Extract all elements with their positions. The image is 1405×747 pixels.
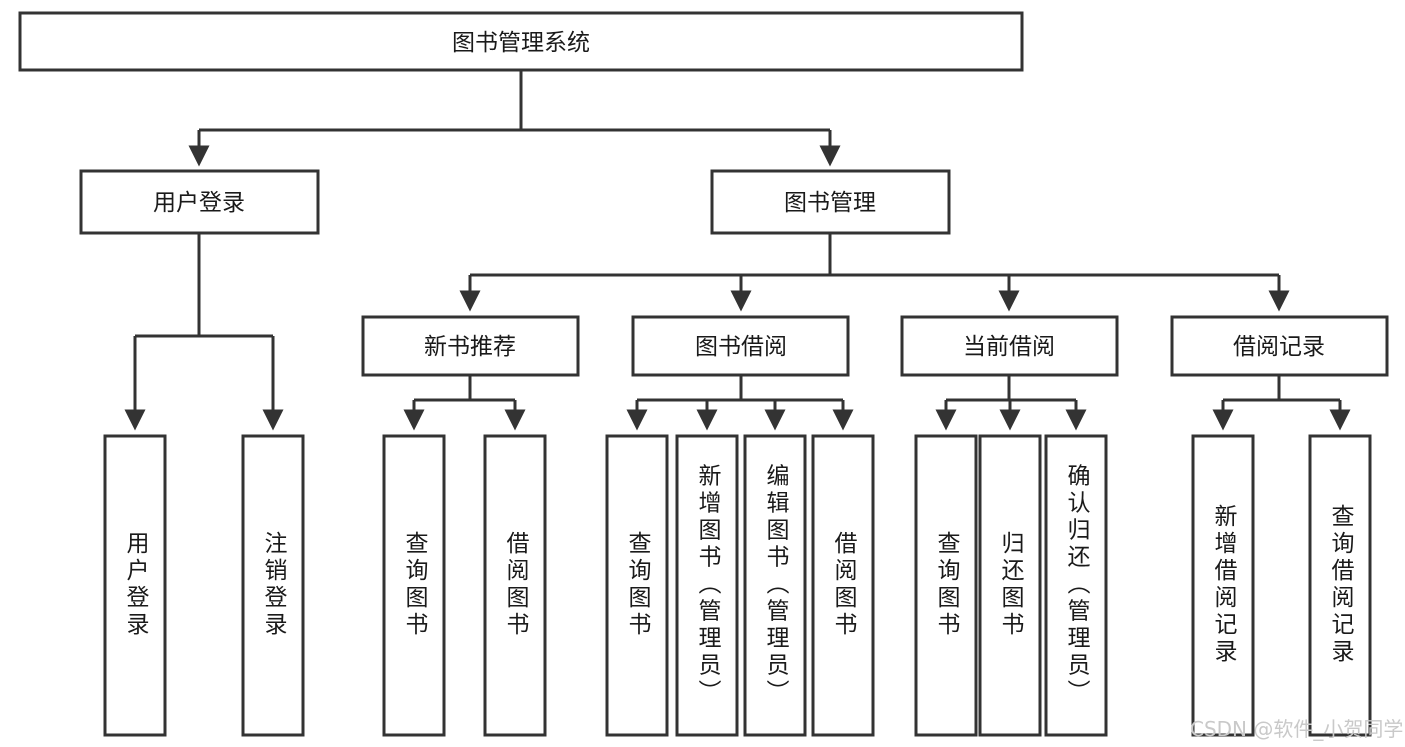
edges-group: [124, 70, 1351, 431]
leaf-return-book-label: 归还图书: [997, 531, 1025, 639]
node-borrow-record-box[interactable]: [1170, 315, 1389, 377]
leaf-borrow-book-1[interactable]: 借阅图书: [483, 434, 547, 737]
node-current-borrow[interactable]: 当前借阅: [900, 315, 1119, 377]
node-book-borrow[interactable]: 图书借阅: [631, 315, 850, 377]
leaf-user-logout-box[interactable]: [241, 434, 305, 737]
leaf-query-book-3-box[interactable]: [914, 434, 978, 737]
leaf-add-record-box[interactable]: [1191, 434, 1255, 737]
leaf-confirm-return[interactable]: 确认归还（管理员）: [1044, 434, 1108, 737]
leaf-user-login[interactable]: 用户登录: [103, 434, 167, 737]
node-book-borrow-label: 图书借阅: [695, 334, 787, 360]
leaf-user-login-box[interactable]: [103, 434, 167, 737]
leaf-add-record[interactable]: 新增借阅记录: [1191, 434, 1255, 737]
leaf-query-record[interactable]: 查询借阅记录: [1308, 434, 1372, 737]
leaf-add-book[interactable]: 新增图书（管理员）: [675, 434, 739, 737]
leaf-query-record-label: 查询借阅记录: [1327, 504, 1355, 666]
leaf-query-book-3-label: 查询图书: [933, 531, 961, 639]
leaf-confirm-return-label: 确认归还（管理员）: [1063, 464, 1091, 707]
leaf-borrow-book-1-label: 借阅图书: [502, 531, 530, 639]
leaf-edit-book-label: 编辑图书（管理员）: [762, 464, 790, 707]
leaf-borrow-book-1-box[interactable]: [483, 434, 547, 737]
edge-borrow-record-trunk: [1223, 375, 1340, 402]
node-current-borrow-label: 当前借阅: [963, 334, 1055, 360]
leaf-user-logout[interactable]: 注销登录: [241, 434, 305, 737]
node-book-borrow-box[interactable]: [631, 315, 850, 377]
leaf-query-book-2-label: 查询图书: [624, 531, 652, 639]
leaf-query-book-1-box[interactable]: [382, 434, 446, 737]
edge-new-book-rec-trunk: [414, 375, 515, 402]
leaf-query-record-box[interactable]: [1308, 434, 1372, 737]
leaf-query-book-2[interactable]: 查询图书: [605, 434, 669, 737]
leaf-return-book-box[interactable]: [978, 434, 1042, 737]
leaf-nodes-group: 用户登录 注销登录 查询图书 借阅图书 查询图书 新增图书: [103, 434, 1372, 737]
leaf-query-book-1-label: 查询图书: [401, 531, 429, 639]
node-book-manage[interactable]: 图书管理: [710, 169, 951, 235]
node-borrow-record[interactable]: 借阅记录: [1170, 315, 1389, 377]
leaf-edit-book[interactable]: 编辑图书（管理员）: [743, 434, 807, 737]
edge-root-trunk: [199, 70, 830, 132]
leaf-confirm-return-box[interactable]: [1044, 434, 1108, 737]
node-new-book-rec[interactable]: 新书推荐: [361, 315, 580, 377]
leaf-user-logout-label: 注销登录: [260, 531, 288, 639]
edge-current-borrow-trunk: [946, 375, 1076, 402]
node-root-label: 图书管理系统: [452, 30, 590, 56]
leaf-add-book-box[interactable]: [675, 434, 739, 737]
leaf-add-record-label: 新增借阅记录: [1210, 504, 1238, 666]
node-book-manage-box[interactable]: [710, 169, 951, 235]
node-current-borrow-box[interactable]: [900, 315, 1119, 377]
leaf-query-book-1[interactable]: 查询图书: [382, 434, 446, 737]
node-new-book-rec-label: 新书推荐: [424, 334, 516, 360]
leaf-borrow-book-2-box[interactable]: [811, 434, 875, 737]
edge-book-borrow-trunk: [637, 375, 843, 402]
leaf-query-book-3[interactable]: 查询图书: [914, 434, 978, 737]
node-user-login-box[interactable]: [79, 169, 320, 235]
node-user-login[interactable]: 用户登录: [79, 169, 320, 235]
node-root-box[interactable]: [18, 11, 1024, 72]
node-book-manage-label: 图书管理: [784, 190, 876, 216]
edge-book-manage-trunk: [470, 233, 1279, 277]
leaf-edit-book-box[interactable]: [743, 434, 807, 737]
leaf-borrow-book-2-label: 借阅图书: [830, 531, 858, 639]
leaf-user-login-label: 用户登录: [122, 531, 150, 639]
edge-user-login-trunk: [135, 233, 273, 338]
node-borrow-record-label: 借阅记录: [1233, 334, 1325, 360]
node-root[interactable]: 图书管理系统: [18, 11, 1024, 72]
leaf-query-book-2-box[interactable]: [605, 434, 669, 737]
leaf-return-book[interactable]: 归还图书: [978, 434, 1042, 737]
leaf-add-book-label: 新增图书（管理员）: [694, 464, 722, 707]
node-user-login-label: 用户登录: [153, 190, 245, 216]
leaf-borrow-book-2[interactable]: 借阅图书: [811, 434, 875, 737]
node-new-book-rec-box[interactable]: [361, 315, 580, 377]
